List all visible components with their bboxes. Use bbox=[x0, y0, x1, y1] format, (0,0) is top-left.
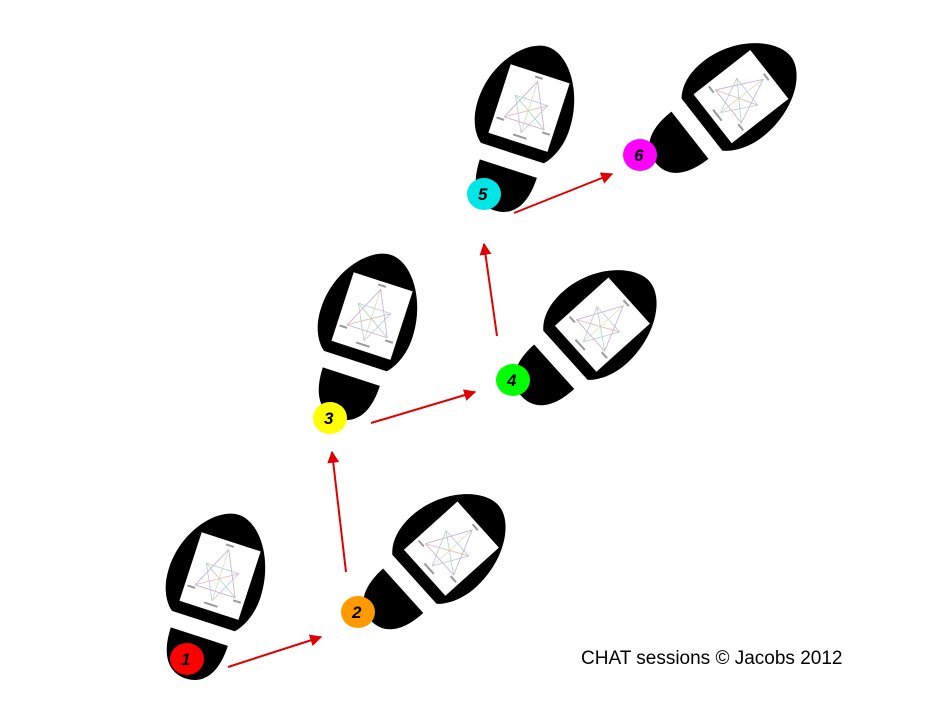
step-badge bbox=[313, 402, 347, 434]
footprint-1 bbox=[165, 513, 266, 680]
step-badge bbox=[341, 596, 375, 628]
step-number: 5 bbox=[478, 185, 488, 204]
copyright-credit: CHAT sessions © Jacobs 2012 bbox=[581, 648, 843, 669]
arrow-4-to-5 bbox=[479, 242, 498, 337]
step-number: 2 bbox=[351, 603, 362, 622]
step-badge bbox=[496, 364, 530, 396]
step-badge bbox=[467, 178, 501, 210]
arrow-3-to-4 bbox=[370, 389, 477, 424]
arrow-2-to-3 bbox=[327, 450, 347, 573]
footprint-3 bbox=[317, 253, 418, 420]
arrow-5-to-6 bbox=[513, 172, 614, 214]
arrow-1-to-2 bbox=[227, 634, 323, 668]
footprint-4 bbox=[514, 270, 657, 406]
step-number: 3 bbox=[324, 409, 334, 428]
step-number: 4 bbox=[506, 371, 517, 390]
step-number: 1 bbox=[181, 650, 190, 669]
shoe-heel bbox=[649, 111, 709, 173]
footprint-2 bbox=[363, 494, 506, 630]
step-badge bbox=[623, 139, 657, 171]
footprint-6 bbox=[649, 43, 797, 173]
shoe-heel bbox=[514, 344, 575, 406]
step-badge bbox=[170, 643, 204, 675]
step-number: 6 bbox=[634, 146, 644, 165]
shoe-heel bbox=[363, 568, 424, 630]
